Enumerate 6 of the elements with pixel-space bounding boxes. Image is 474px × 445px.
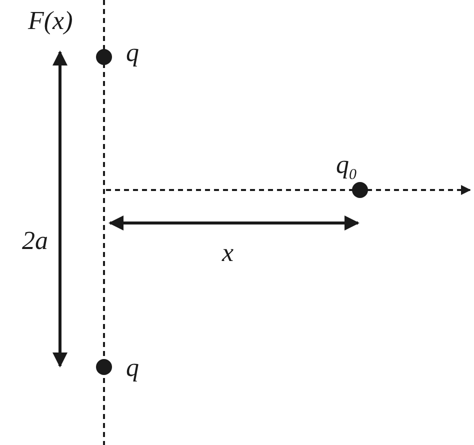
- charge-label: q: [126, 355, 139, 381]
- charge-label: q$_{0}$: [336, 152, 356, 184]
- dimension-label: x: [222, 240, 234, 266]
- function-label: F(x): [28, 8, 73, 34]
- charge-label: q: [126, 40, 139, 66]
- dimension-label: 2a: [22, 228, 48, 254]
